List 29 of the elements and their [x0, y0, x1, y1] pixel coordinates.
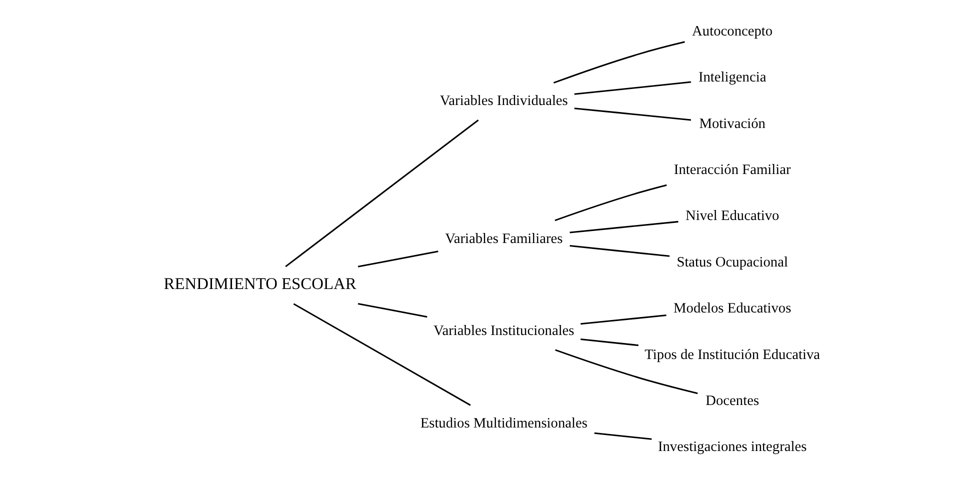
- node-text: Variables Institucionales: [434, 322, 574, 339]
- connector: [358, 302, 428, 318]
- connector: [580, 338, 638, 346]
- node-text: Investigaciones integrales: [658, 438, 807, 455]
- node-text: Variables Familiares: [445, 230, 563, 246]
- connector: [574, 80, 692, 94]
- connector: [285, 118, 479, 267]
- node-text: Variables Individuales: [440, 92, 568, 109]
- connector: [574, 107, 692, 120]
- node-text: Nivel Educativo: [685, 208, 780, 224]
- node-text: Status Ocupacional: [676, 254, 788, 270]
- node-text: Motivación: [699, 115, 766, 132]
- node-text: RENDIMIENTO ESCOLAR: [164, 274, 356, 293]
- connector: [555, 348, 698, 394]
- node-text: Tipos de Institución Educativa: [644, 346, 820, 362]
- node-text: Interacción Familiar: [674, 161, 791, 178]
- node-text: Inteligencia: [698, 69, 766, 86]
- node-text: Modelos Educativos: [674, 300, 792, 316]
- node-text: Autoconcepto: [692, 22, 773, 39]
- connector: [570, 220, 678, 233]
- connector: [580, 314, 666, 324]
- connector: [293, 302, 471, 406]
- node-text: Estudios Multidimensionales: [420, 415, 588, 432]
- connector: [594, 432, 652, 440]
- connector: [553, 40, 685, 84]
- connector: [554, 184, 667, 221]
- node-text: Docentes: [706, 392, 760, 409]
- connector: [358, 250, 438, 267]
- connector: [570, 244, 670, 256]
